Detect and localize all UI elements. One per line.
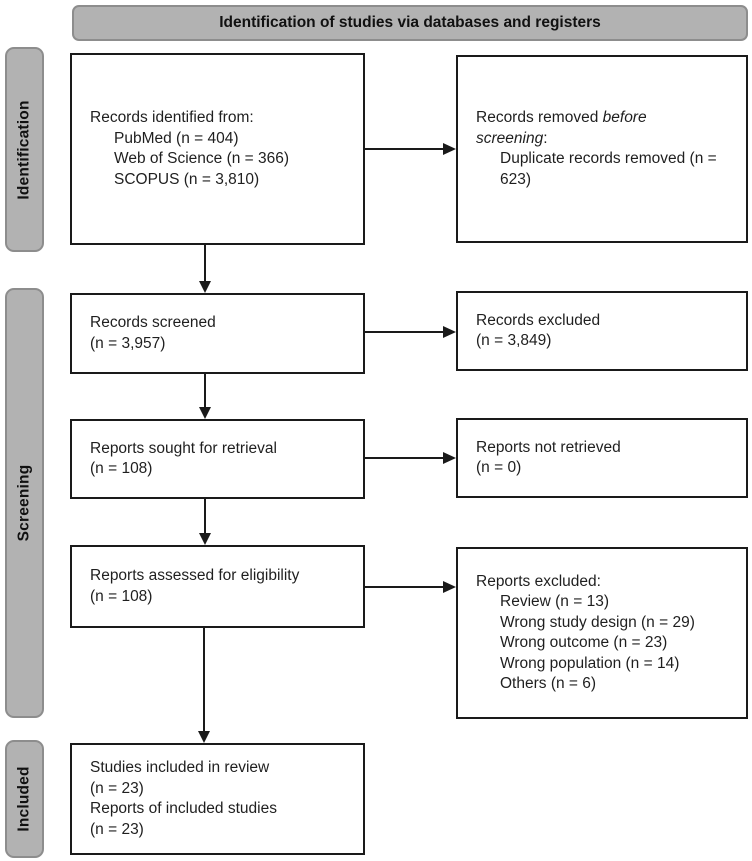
reports-excluded-item: Wrong outcome (n = 23) [500,634,668,651]
records-removed-intro: Records removed before screening: [476,109,647,147]
arrow-screened-to-excluded [365,326,456,338]
records-removed-item: Duplicate records removed (n = 623) [500,150,717,188]
stage-label-included: Included [15,766,33,832]
reports-assessed-count: (n = 108) [90,587,153,605]
studies-included-line: (n = 23) [90,779,144,797]
diagram-title: Identification of studies via databases … [219,14,601,31]
stage-label-screening: Screening [15,464,33,542]
reports-sought-count: (n = 108) [90,460,153,477]
studies-included-line: (n = 23) [90,820,144,838]
arrow-sought-to-assessed [199,499,211,545]
stage-label-identification: Identification [15,99,33,200]
box-records-excluded: Records excluded (n = 3,849) [456,291,748,371]
reports-excluded-item: Review (n = 13) [500,593,609,610]
arrow-identified-to-screened [199,245,211,293]
records-screened-label: Records screened [90,314,216,331]
reports-excluded-item: Wrong study design (n = 29) [500,613,695,631]
box-records-screened: Records screened (n = 3,957) [70,293,365,374]
studies-included-line: Reports of included studies [90,800,277,817]
box-records-removed: Records removed before screening: Duplic… [456,55,748,243]
arrow-screened-to-sought [199,374,211,419]
box-records-identified: Records identified from: PubMed (n = 404… [70,53,365,245]
reports-assessed-label: Reports assessed for eligibility [90,567,300,584]
records-excluded-label: Records excluded [476,311,601,329]
arrow-sought-to-not-retrieved [365,452,456,464]
box-reports-sought: Reports sought for retrieval (n = 108) [70,419,365,499]
stage-band-screening: Screening [5,288,44,718]
records-identified-item: PubMed (n = 404) [114,129,239,147]
diagram-header: Identification of studies via databases … [72,5,748,41]
reports-excluded-intro: Reports excluded: [476,572,601,590]
records-screened-count: (n = 3,957) [90,334,166,352]
stage-band-identification: Identification [5,47,44,252]
reports-excluded-item: Wrong population (n = 14) [500,654,680,672]
records-identified-intro: Records identified from: [90,109,254,126]
records-excluded-count: (n = 3,849) [476,332,552,349]
reports-not-retrieved-label: Reports not retrieved [476,438,621,456]
box-reports-not-retrieved: Reports not retrieved (n = 0) [456,418,748,498]
box-reports-assessed: Reports assessed for eligibility (n = 10… [70,545,365,628]
box-reports-excluded: Reports excluded: Review (n = 13) Wrong … [456,547,748,719]
records-identified-item: Web of Science (n = 366) [114,150,290,167]
reports-excluded-item: Others (n = 6) [500,675,597,692]
studies-included-line: Studies included in review [90,759,270,776]
arrow-identified-to-removed [365,143,456,155]
records-identified-item: SCOPUS (n = 3,810) [114,170,260,188]
arrow-assessed-to-included [198,628,210,743]
reports-not-retrieved-count: (n = 0) [476,459,522,476]
box-studies-included: Studies included in review (n = 23) Repo… [70,743,365,855]
arrow-assessed-to-reports-excluded [365,581,456,593]
reports-sought-label: Reports sought for retrieval [90,439,277,457]
stage-band-included: Included [5,740,44,858]
